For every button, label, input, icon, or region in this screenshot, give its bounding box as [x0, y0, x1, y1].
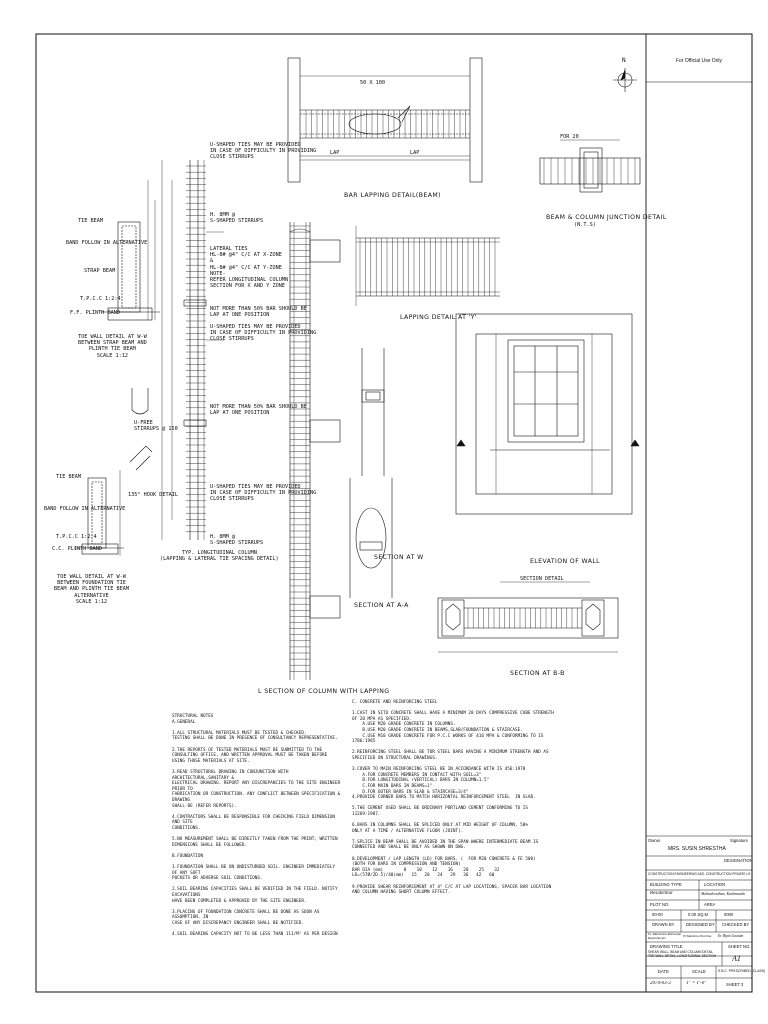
dimension-label: FOR 20	[560, 134, 579, 140]
structural-notes-left: STRUCTURAL NOTES A.GENERAL 1.ALL STRUCTU…	[172, 714, 341, 938]
hook-detail-drawing	[129, 445, 153, 471]
owner-label: Owner	[648, 838, 661, 843]
extra-cell: 0000	[724, 912, 734, 917]
toe-wall-detail-1	[100, 180, 160, 321]
hook-detail-label: 135° HOOK DETAIL	[128, 492, 178, 498]
beam-column-junction-drawing	[539, 139, 641, 193]
drawing-title-label: DRAWING TITLE	[650, 944, 683, 949]
date-label: DATE	[658, 969, 669, 974]
scale-label: SCALE	[692, 969, 706, 974]
official-use-label: For Official Use Only	[676, 58, 723, 64]
column-note: NOT MORE THAN 50% BAR SHOULD BE LAP AT O…	[210, 306, 307, 319]
toe-label: TIE BEAM	[56, 474, 81, 480]
column-note: LATERAL TIES HL-8# @4" C/C AT X-ZONE & H…	[210, 246, 289, 290]
l-section-column-title: L SECTION OF COLUMN WITH LAPPING	[258, 688, 390, 695]
sheet-label: SHEET NO.	[728, 944, 751, 949]
lapping-detail-y-drawing	[355, 226, 500, 306]
toe-label: T.P.C.C 1:2:4	[80, 296, 121, 302]
area-cell: 0.00 SQ.M	[688, 912, 709, 917]
toe-wall-1-title: TOE WALL DETAIL AT W-W BETWEEN STRAP BEA…	[78, 334, 147, 359]
column-note: H. 8MM @ S-SHAPED STIRRUPS	[210, 534, 264, 547]
bar-lapping-beam-title: BAR LAPPING DETAIL(BEAM)	[344, 192, 441, 199]
toe-label: C.C. PLINTH BAND	[52, 546, 102, 552]
scale-value: 1" = 1'-0"	[686, 981, 707, 986]
section-bb-drawing	[437, 581, 619, 653]
north-arrow-icon	[613, 68, 637, 92]
toe-label: BAND FOLLOW IN ALTERNATIVE	[66, 240, 148, 246]
drawn-label: DRAWN BY	[652, 922, 675, 927]
project-desc: CONSTRUCTION ENGINEERING ASS. CONSTRUCTI…	[648, 872, 750, 876]
signature-label: Signature	[730, 838, 748, 843]
column-note: H. 8MM @ S-SHAPED STIRRUPS	[210, 212, 264, 225]
structural-notes-right: C. CONCRETE AND REINFORCING STEEL 1.CAST…	[352, 700, 554, 896]
drawing-title-value: SHEAR WALL, BEAM AND COLUMN DETAIL TOE W…	[648, 950, 716, 958]
owner-name: MRS. SUSIN SHRESTHA	[668, 846, 726, 852]
checked-label: CHECKED BY	[722, 922, 750, 927]
section-w-title: SECTION AT W	[374, 554, 424, 561]
elevation-wall-drawing	[455, 313, 640, 515]
toe-label: F.F. PLINTH BAND	[70, 310, 120, 316]
column-note: NOT MORE THAN 50% BAR SHOULD BE LAP AT O…	[210, 404, 307, 417]
designed-label: DESIGNED BY	[686, 922, 715, 927]
area-label: AREA	[704, 902, 716, 907]
toe-label: TIE BEAM	[78, 218, 103, 224]
sheet-no-value: A1	[732, 954, 741, 963]
dimension-label: 50 X 100	[360, 80, 385, 86]
location-value: Mahadevsthan, Kathmandu	[701, 891, 746, 896]
toe-label: T.P.C.C 1:2:4	[56, 534, 97, 540]
l-section-column-drawing	[289, 222, 341, 680]
drawn-by-value: Er. Mahendra Maharjan Rajmaharjan	[648, 932, 682, 940]
sheet-total-value: SHEET 3	[726, 982, 744, 987]
dimension-label: SECTION DETAIL	[520, 576, 564, 582]
toe-label: STRAP BEAM	[84, 268, 116, 274]
toe-label: BAND FOLLOW IN ALTERNATIVE	[44, 506, 126, 512]
lapping-detail-title: LAPPING DETAIL AT 'Y'	[400, 314, 478, 321]
typ-longitudinal-column-title: TYP. LONGITUDINAL COLUMN (LAPPING & LATE…	[160, 550, 279, 563]
section-bb-title: SECTION AT B-B	[510, 670, 565, 677]
toe-wall-2-title: TOE WALL DETAIL AT W-W BETWEEN FOUNDATIO…	[54, 574, 129, 605]
building-type-value: Residential	[650, 891, 673, 896]
sheet-border	[35, 33, 753, 993]
section-w-drawing	[361, 348, 385, 476]
checklist-label: S.B.C. PRESCRIBED (CLASS)	[718, 969, 766, 973]
designed-by-value: Er.Manisha Shrestha	[683, 934, 712, 938]
column-note: U-SHAPED TIES MAY BE PROVIDED IN CASE OF…	[210, 142, 317, 161]
typ-longitudinal-column-drawing	[161, 160, 224, 540]
column-note: U-SHAPED TIES MAY BE PROVIDED IN CASE OF…	[210, 484, 317, 503]
north-label: N	[622, 57, 626, 64]
title-block-grid	[646, 835, 752, 992]
u-stirrup-label: U-FREE STIRRUPS @ 150	[134, 420, 178, 433]
location-label: LOCATION	[704, 882, 726, 887]
building-type-label: BUILDING TYPE	[650, 882, 682, 887]
column-note: U-SHAPED TIES MAY BE PROVIDED IN CASE OF…	[210, 324, 317, 343]
date-value: 2074-03-2	[650, 981, 671, 986]
dimension-label: LAP	[330, 150, 340, 156]
checked-by-value: Er. Bipin Gautam	[718, 934, 744, 938]
elevation-wall-title: ELEVATION OF WALL	[530, 558, 601, 565]
designation-label: DESIGNATION	[724, 858, 753, 863]
dimension-label: LAP	[410, 150, 420, 156]
section-aa-drawing	[349, 478, 393, 598]
beam-column-junction-title: BEAM & COLUMN JUNCTION DETAIL	[546, 214, 667, 221]
toe-wall-detail-2	[74, 470, 124, 556]
bar-lapping-beam-drawing	[287, 57, 483, 183]
plot-cell: 00-00	[652, 912, 663, 917]
section-aa-title: SECTION AT A-A	[354, 602, 409, 609]
u-stirrup-icon	[131, 388, 149, 415]
beam-column-junction-sub: (N.T.S)	[574, 222, 596, 228]
plot-label: PLOT NO.	[650, 902, 670, 907]
